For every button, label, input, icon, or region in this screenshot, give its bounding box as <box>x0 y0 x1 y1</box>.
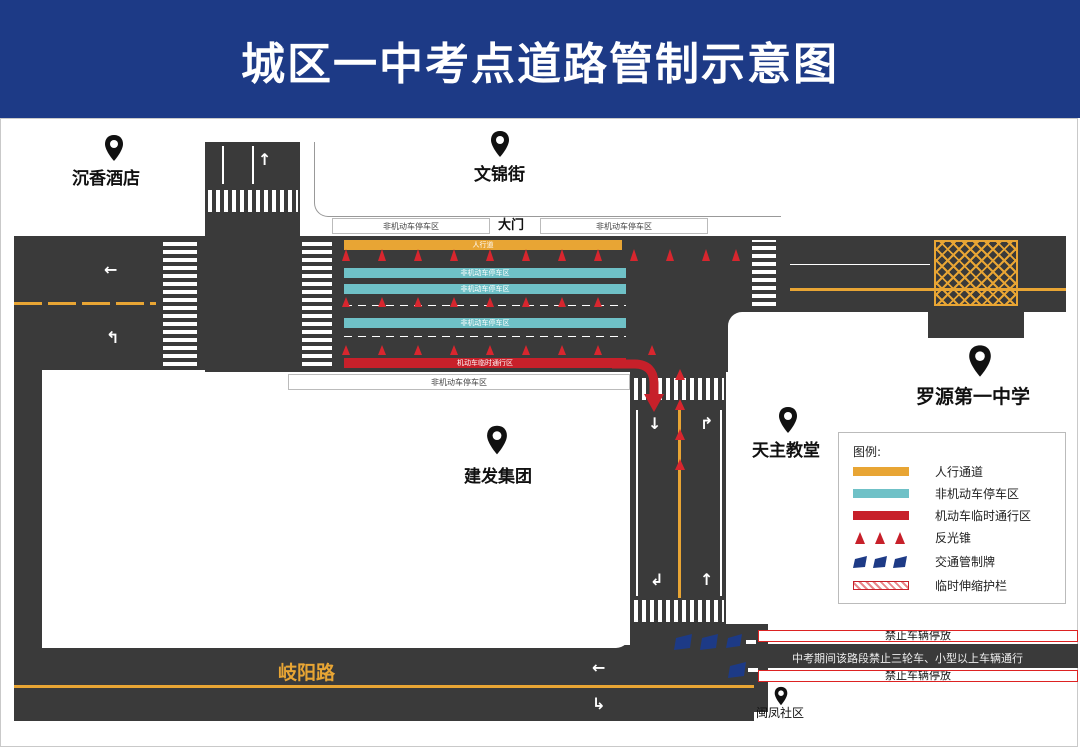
traffic-sign-group <box>674 634 758 678</box>
crosswalk-main-east <box>752 240 776 306</box>
legend-label: 交通管制牌 <box>935 555 996 569</box>
crosswalk-north <box>208 190 298 212</box>
road-main-block <box>300 236 760 372</box>
street-wenjin-label: 文锦街 <box>474 165 525 185</box>
lane-dashed-1 <box>344 305 626 306</box>
lane-divider-center-1 <box>636 410 638 596</box>
wenjin-pin-icon <box>491 131 509 157</box>
school-gate-label: 大门 <box>498 218 525 233</box>
ban-note-text: 中考期间该路段禁止三轮车、小型以上车辆通行 <box>792 652 1023 665</box>
legend-item-motor: 机动车临时通行区 <box>853 507 1063 525</box>
school-pin-icon <box>969 345 991 377</box>
arrow-center-turn: ↱ <box>700 414 714 433</box>
lane-bike-2: 非机动车停车区 <box>344 284 626 294</box>
cone-column-center <box>675 369 685 470</box>
road-ban-segment <box>758 644 1078 668</box>
arrow-north-up: ↑ <box>258 150 272 169</box>
legend-item-sign: 交通管制牌 <box>853 553 1063 571</box>
group-label: 建发集团 <box>464 467 532 487</box>
lane-divider-center-2 <box>720 410 722 596</box>
hatched-box <box>934 240 1018 306</box>
no-parking-bottom: 禁止车辆停放 <box>758 670 1078 682</box>
road-qiyang-label: 岐阳路 <box>278 662 336 684</box>
legend-label: 人行通道 <box>935 465 984 479</box>
legend-label: 临时伸缩护栏 <box>935 579 1008 593</box>
legend-box: 图例: 人行通道 非机动车停车区 机动车临时通行区 反光锥 交通管制牌 临时伸缩… <box>838 432 1066 604</box>
lane-bike-3: 非机动车停车区 <box>344 318 626 328</box>
legend-label: 机动车临时通行区 <box>935 509 1032 523</box>
lane-motor-temp: 机动车临时通行区 <box>344 358 626 368</box>
crosswalk-west <box>163 240 197 366</box>
lane-divider-east <box>790 264 930 265</box>
lane-divider-north-1 <box>222 146 224 184</box>
road-sw-corner <box>14 370 42 650</box>
church-label: 天主教堂 <box>752 441 820 461</box>
lane-pedestrian: 人行道 <box>344 240 622 250</box>
arrow-center-turn-2: ↲ <box>650 570 664 589</box>
legend-item-pedestrian: 人行通道 <box>853 463 1063 481</box>
lane-bike-1: 非机动车停车区 <box>344 268 626 278</box>
lane-divider-north-2 <box>252 146 254 184</box>
center-line-south <box>14 685 754 688</box>
parking-north-left: 非机动车停车区 <box>332 218 490 234</box>
crosswalk-center-south <box>634 600 724 622</box>
road-east-horizontal <box>760 236 1066 312</box>
no-parking-top: 禁止车辆停放 <box>758 630 1078 642</box>
legend-swatch-motor <box>853 511 909 520</box>
crosswalk-main-west <box>302 240 332 366</box>
lane-dashed-2 <box>344 336 626 337</box>
street-wenjin-outline <box>314 142 781 217</box>
legend-item-cone: 反光锥 <box>853 529 1063 547</box>
arrow-south-left: ← <box>592 658 606 677</box>
legend-swatch-bike <box>853 489 909 498</box>
parking-north-right: 非机动车停车区 <box>540 218 708 234</box>
cone-row-top <box>342 249 740 261</box>
legend-label: 反光锥 <box>935 531 972 545</box>
traffic-sign-icon <box>853 556 907 568</box>
group-pin-icon <box>487 425 507 455</box>
hotel-pin-icon <box>105 135 123 161</box>
hotel-label: 沉香酒店 <box>72 169 140 189</box>
block-jianfa <box>42 372 630 648</box>
arrow-west-left: ← <box>104 260 118 279</box>
motor-route-arrow <box>612 359 664 412</box>
center-line-east <box>790 288 1066 291</box>
legend-item-bike: 非机动车停车区 <box>853 485 1063 503</box>
road-south-qiyang <box>14 645 754 721</box>
page-title: 城区一中考点道路管制示意图 <box>241 39 839 90</box>
community-pin-icon <box>774 686 788 706</box>
arrow-center-down: ↓ <box>648 414 662 433</box>
parking-south: 非机动车停车区 <box>288 374 630 390</box>
legend-swatch-pedestrian <box>853 467 909 476</box>
legend-item-barrier: 临时伸缩护栏 <box>853 577 1063 595</box>
church-pin-icon <box>779 407 797 433</box>
cone-icon <box>855 532 905 544</box>
school-label: 罗源第一中学 <box>916 386 1031 408</box>
cone-row-middle <box>342 297 602 307</box>
cone-row-bottom <box>342 345 656 355</box>
road-east-stub <box>928 310 1024 338</box>
center-line-west <box>14 302 156 305</box>
header-bar: 城区一中考点道路管制示意图 <box>0 0 1080 118</box>
barrier-icon <box>853 581 909 590</box>
community-label: 闽凤社区 <box>756 706 805 720</box>
arrow-center-up: ↑ <box>700 570 714 589</box>
block-church <box>728 312 838 624</box>
arrow-west-turn: ↰ <box>106 328 120 347</box>
legend-label: 非机动车停车区 <box>935 487 1020 501</box>
arrow-south-turn: ↳ <box>592 694 606 713</box>
legend-title: 图例: <box>853 445 882 459</box>
center-line-vertical <box>678 410 681 598</box>
